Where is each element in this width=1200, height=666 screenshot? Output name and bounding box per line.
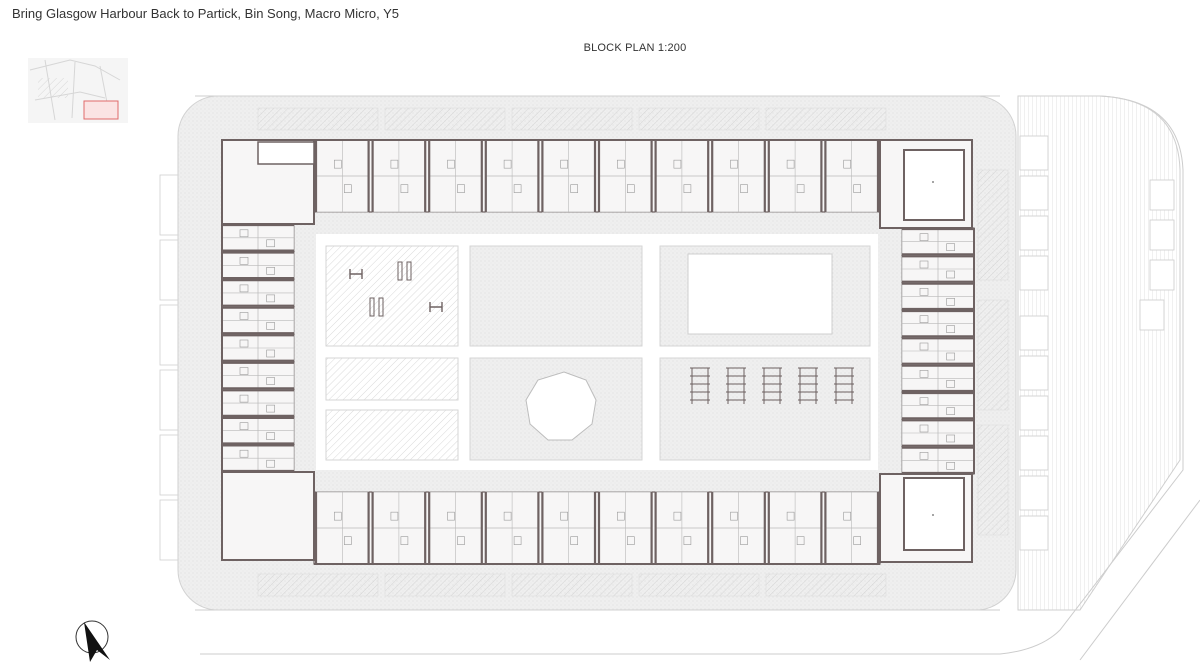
housing-unit [597,491,653,565]
corner-blocks [221,139,973,563]
housing-unit [221,361,295,390]
housing-unit [221,334,295,362]
housing-unit [484,139,540,213]
site-key-plan-icon [28,58,128,123]
north-arrow-icon [75,620,110,662]
housing-unit [901,446,975,475]
housing-unit [901,282,975,311]
housing-unit [428,139,483,213]
east-housing-column [901,227,975,475]
housing-unit [541,491,597,565]
housing-unit [901,227,975,256]
housing-unit [221,444,295,473]
housing-unit [901,364,975,393]
block-plan-label: BLOCK PLAN 1:200 [583,42,687,54]
housing-unit [824,491,880,565]
housing-unit [221,416,295,445]
housing-unit [428,491,483,565]
housing-unit [314,491,370,565]
housing-unit [901,419,975,447]
garden-plots [257,107,1009,597]
housing-unit [824,139,880,213]
drawing-title: Bring Glasgow Harbour Back to Partick, B… [12,6,400,21]
housing-unit [371,139,427,213]
housing-unit [767,491,823,565]
housing-unit [901,337,975,365]
housing-unit [221,306,295,335]
east-parking [1017,95,1181,611]
housing-unit [221,223,295,252]
housing-unit [221,279,295,307]
housing-unit [484,491,540,565]
housing-unit [541,139,597,213]
housing-unit [711,491,766,565]
west-parking [159,174,179,561]
housing-unit [901,391,975,420]
housing-unit [597,139,653,213]
housing-unit [221,251,295,280]
housing-unit [654,491,710,565]
west-housing-column [221,223,295,473]
courtyard-zones [325,245,871,461]
play-equipment [349,261,443,317]
housing-unit [654,139,710,213]
housing-unit [901,255,975,283]
bike-racks [690,367,854,404]
housing-unit [767,139,823,213]
housing-unit [901,309,975,338]
south-housing-row [313,491,881,565]
housing-unit [371,491,427,565]
housing-unit [314,139,370,213]
housing-unit [221,389,295,417]
housing-unit [711,139,766,213]
north-housing-row [313,139,881,213]
